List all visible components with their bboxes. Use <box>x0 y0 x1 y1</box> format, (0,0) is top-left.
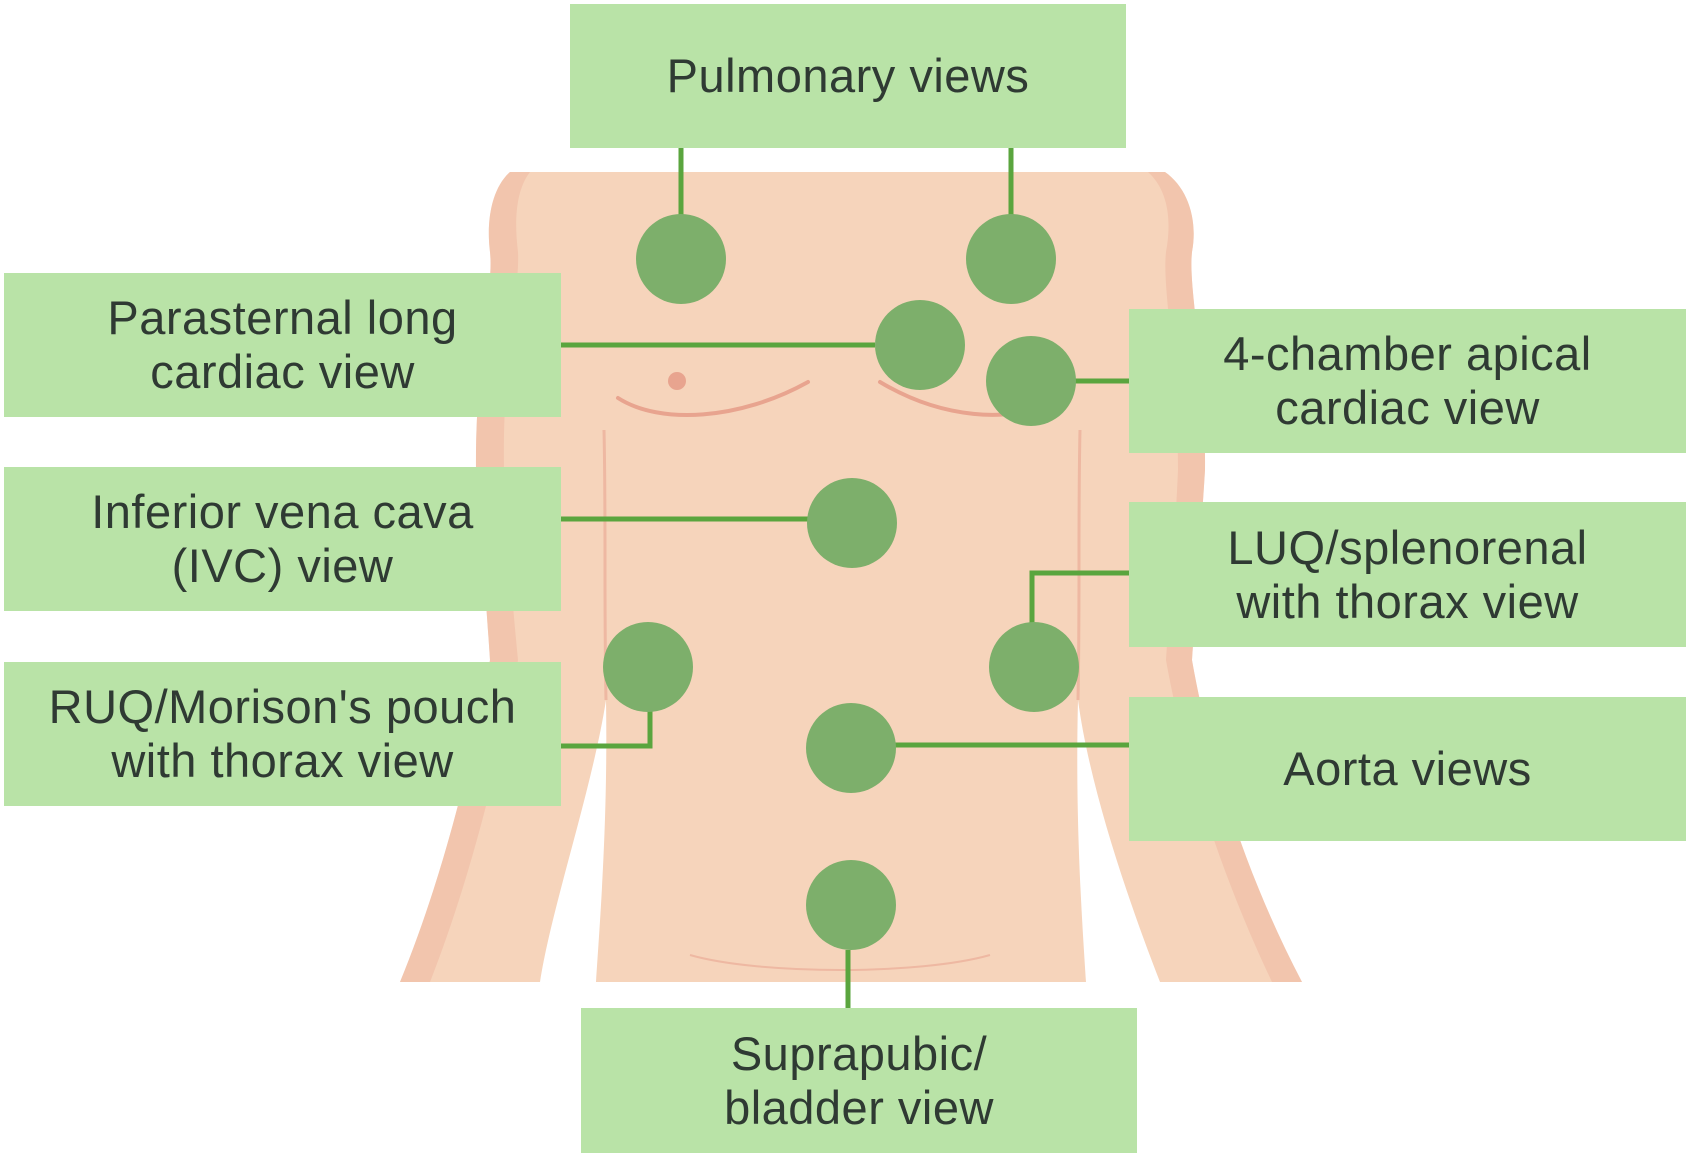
nipple-right <box>668 372 686 390</box>
label-luq-text: LUQ/splenorenal with thorax view <box>1227 521 1587 629</box>
label-suprapubic-text: Suprapubic/ bladder view <box>724 1027 994 1135</box>
label-aorta-views: Aorta views <box>1129 697 1686 841</box>
label-pulmonary-text: Pulmonary views <box>667 49 1030 103</box>
label-suprapubic-bladder: Suprapubic/ bladder view <box>581 1008 1137 1153</box>
probe-dot-luq <box>989 622 1079 712</box>
label-pulmonary-views: Pulmonary views <box>570 4 1126 148</box>
probe-dot-parasternal <box>875 300 965 390</box>
probe-dot-ruq <box>603 622 693 712</box>
label-ruq-morison: RUQ/Morison's pouch with thorax view <box>4 662 561 806</box>
label-ivc-text: Inferior vena cava (IVC) view <box>91 485 474 593</box>
probe-dot-pulmonary-right <box>636 214 726 304</box>
label-4-chamber-text: 4-chamber apical cardiac view <box>1223 327 1592 435</box>
label-parasternal-text: Parasternal long cardiac view <box>107 291 457 399</box>
label-parasternal-long: Parasternal long cardiac view <box>4 273 561 417</box>
probe-dot-aorta <box>806 703 896 793</box>
probe-dot-4chamber <box>986 336 1076 426</box>
probe-dot-pulmonary-left <box>966 214 1056 304</box>
probe-dot-ivc <box>807 478 897 568</box>
probe-dot-suprapubic <box>806 860 896 950</box>
label-4-chamber-apical: 4-chamber apical cardiac view <box>1129 309 1686 453</box>
label-ruq-text: RUQ/Morison's pouch with thorax view <box>49 680 517 788</box>
label-ivc-view: Inferior vena cava (IVC) view <box>4 467 561 611</box>
label-aorta-text: Aorta views <box>1283 742 1531 796</box>
label-luq-splenorenal: LUQ/splenorenal with thorax view <box>1129 502 1686 647</box>
